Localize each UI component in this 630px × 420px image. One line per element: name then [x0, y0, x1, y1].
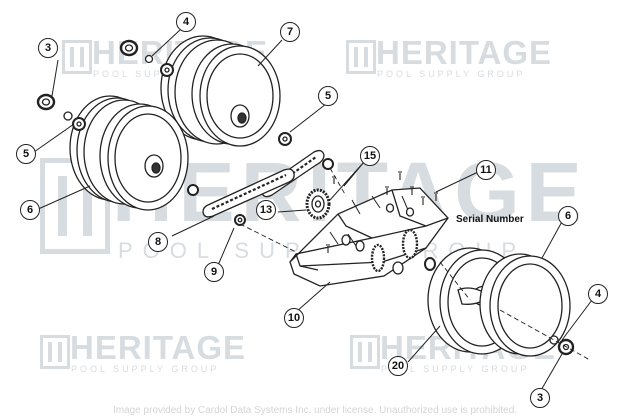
callout-7[interactable]: 7: [280, 22, 300, 42]
serial-number-label: Serial Number: [456, 214, 524, 225]
screws: [326, 171, 438, 253]
bearing-belt-left: [187, 184, 199, 196]
callout-5-left[interactable]: 5: [16, 144, 36, 164]
watermark-brand: HERITAGE: [376, 34, 553, 71]
wheel-7: [160, 35, 281, 147]
callout-3-top[interactable]: 3: [38, 38, 58, 58]
chassis-10: [289, 187, 449, 287]
bearing-top: [160, 63, 174, 77]
callout-20[interactable]: 20: [388, 356, 408, 376]
bearing-small-top: [144, 54, 154, 64]
washer-4-top: [119, 39, 139, 57]
callout-5-right[interactable]: 5: [318, 86, 338, 106]
bearing-5-right: [278, 132, 292, 146]
bearing-5-left: [63, 111, 73, 121]
bushing-9: [234, 214, 246, 226]
callout-9[interactable]: 9: [204, 262, 224, 282]
leader-lines: [33, 29, 593, 393]
tire-6-right: [479, 253, 571, 357]
watermark-brand: HERITAGE: [70, 329, 247, 366]
gear-13: [305, 188, 331, 220]
callout-4-right[interactable]: 4: [588, 284, 608, 304]
watermark-logo-icon: [350, 335, 380, 369]
callout-15[interactable]: 15: [360, 146, 380, 166]
assembly-lines: [239, 167, 591, 361]
image-credit: Image provided by Cardol Data Systems In…: [112, 405, 518, 416]
drive-belt-lower: [202, 168, 295, 218]
callout-13[interactable]: 13: [256, 200, 276, 220]
wheel-6-left: [69, 95, 189, 211]
washer-3-top: [36, 93, 56, 111]
callout-11[interactable]: 11: [476, 160, 496, 180]
watermark-tagline: POOL SUPPLY GROUP: [381, 364, 530, 374]
watermark-tagline: POOL SUPPLY GROUP: [377, 69, 526, 79]
callout-10[interactable]: 10: [284, 308, 304, 328]
callout-6-left[interactable]: 6: [20, 200, 40, 220]
bearing-center: [322, 158, 334, 170]
callout-8[interactable]: 8: [148, 232, 168, 252]
watermark-tagline: POOL SUPPLY GROUP: [71, 364, 220, 374]
callout-4-top[interactable]: 4: [176, 12, 196, 32]
callout-3-right[interactable]: 3: [530, 388, 550, 408]
watermark-logo-icon: [346, 40, 376, 74]
bearing-5-left-large: [72, 117, 86, 131]
washer-4-right: [549, 335, 559, 345]
callout-6-right[interactable]: 6: [558, 206, 578, 226]
watermark-logo-icon: [40, 335, 70, 369]
watermark-logo-icon: [62, 40, 92, 74]
